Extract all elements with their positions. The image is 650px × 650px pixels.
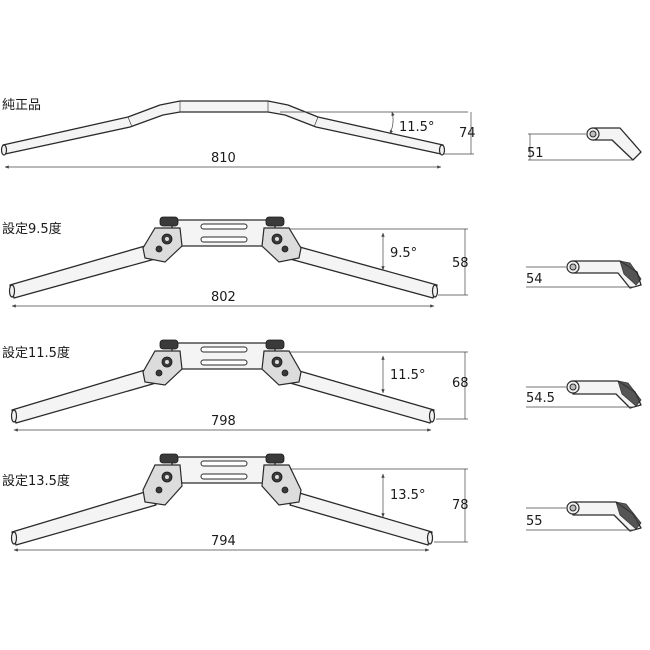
height-label: 78	[452, 498, 469, 513]
left-clamp	[142, 339, 183, 386]
side-view-bar	[592, 127, 642, 161]
bar-end	[438, 144, 446, 156]
bar-end	[569, 383, 577, 391]
adjustable-handlebar-row: 設定9.5度 9.5°	[2, 216, 642, 308]
width-label: 810	[211, 151, 236, 166]
slot	[200, 460, 248, 467]
row-title: 純正品	[2, 98, 41, 113]
side-view: 55	[526, 501, 642, 532]
height-label: 68	[452, 376, 469, 391]
side-view: 51	[527, 127, 642, 161]
width-label: 794	[211, 534, 236, 549]
left-arm	[9, 245, 156, 299]
left-clamp	[142, 453, 183, 506]
bar-end	[8, 284, 16, 298]
bar-end	[589, 130, 597, 138]
angle-label: 9.5°	[390, 246, 417, 261]
angle-label: 11.5°	[390, 368, 425, 383]
angle-arc	[389, 111, 395, 135]
side-height-label: 51	[527, 146, 544, 161]
side-view: 54.5	[526, 380, 642, 409]
left-arm	[11, 491, 157, 546]
adjustable-handlebar-row: 設定11.5度 11.5° 68 798	[2, 339, 642, 432]
width-label: 798	[211, 414, 236, 429]
bar-end	[426, 531, 434, 545]
row-title: 設定13.5度	[2, 473, 70, 489]
stock-handlebar	[2, 100, 444, 155]
side-height-label: 54	[526, 272, 543, 287]
slot	[200, 223, 248, 230]
angle-label: 13.5°	[390, 488, 425, 503]
slot	[200, 236, 248, 243]
right-clamp	[261, 453, 302, 506]
bar-end	[431, 284, 439, 298]
height-label: 58	[452, 256, 469, 271]
row-title: 設定11.5度	[2, 345, 70, 361]
slot	[200, 359, 248, 366]
right-clamp	[261, 339, 302, 386]
bar-end	[569, 263, 577, 271]
slot	[200, 346, 248, 353]
side-height-label: 54.5	[526, 391, 555, 406]
bar-seam	[313, 116, 319, 128]
side-height-label: 55	[526, 514, 543, 529]
height-label: 74	[459, 126, 476, 141]
left-arm	[11, 369, 157, 424]
side-view: 54	[526, 260, 642, 289]
bar-end	[10, 531, 18, 545]
bar-seam	[127, 116, 133, 128]
bar-end	[569, 504, 577, 512]
right-clamp	[261, 216, 302, 263]
bar-end	[428, 409, 436, 423]
row-title: 設定9.5度	[2, 221, 62, 237]
bar-end	[10, 409, 18, 423]
bar-end	[0, 144, 8, 156]
adjustable-handlebar-row: 設定13.5度 13.5° 78 794	[2, 453, 642, 552]
stock-handlebar-row: 純正品 11.5° 74 810 51	[0, 98, 642, 169]
angle-label: 11.5°	[399, 120, 434, 135]
left-clamp	[142, 216, 183, 263]
slot	[200, 473, 248, 480]
width-label: 802	[211, 290, 236, 305]
